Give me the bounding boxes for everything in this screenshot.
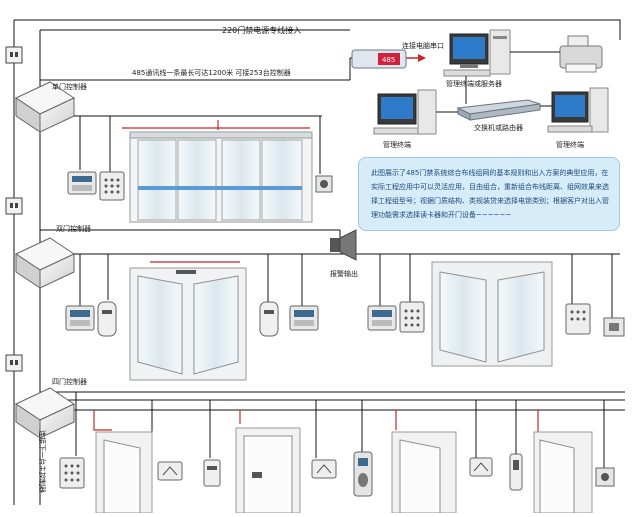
mgmt-left-label: 管理终端 — [383, 140, 411, 149]
exit-button-icon — [595, 467, 615, 487]
switch-label: 交换机或路由器 — [474, 123, 523, 132]
keypad-reader-icon — [289, 305, 319, 331]
card-reader-icon — [311, 459, 337, 479]
pc-terminal-icon — [443, 29, 511, 77]
power-socket — [5, 354, 23, 372]
printer-icon — [559, 35, 603, 73]
single-door — [391, 431, 457, 514]
mgmt-right-label: 管理终端 — [556, 140, 584, 149]
pc-terminal-icon — [373, 89, 437, 135]
pc-terminal-icon — [547, 87, 609, 133]
connect-next-controller-label: 连接下一台主控制器 — [38, 430, 47, 493]
keypad-reader-icon — [65, 305, 95, 331]
double-swing-door — [431, 261, 553, 367]
single-door-controller-label: 单门控制器 — [52, 82, 87, 91]
rs485-line-label: 485通讯线一条最长可达1200米 可接253台控制器 — [132, 68, 291, 77]
card-reader-icon — [469, 457, 493, 477]
card-reader-icon — [399, 301, 425, 333]
card-reader-icon — [509, 453, 523, 491]
switch-icon — [456, 99, 541, 121]
mgmt-server-label: 管理终端或服务器 — [446, 79, 502, 88]
converter-label: 485 — [382, 56, 395, 64]
power-socket — [5, 197, 23, 215]
double-door-controller-label: 双门控制器 — [56, 224, 91, 233]
card-reader-icon — [203, 459, 221, 487]
single-door — [235, 427, 301, 514]
controller-box — [14, 81, 76, 133]
controller-box — [14, 387, 76, 439]
card-reader-icon — [59, 457, 85, 489]
controller-box — [14, 237, 76, 289]
card-reader-icon — [259, 301, 279, 337]
single-door — [533, 431, 593, 514]
description-text: 此图展示了485门禁系统综合布线组网的基本规则和出入方案的典型应用，在实际工程应… — [371, 169, 609, 219]
keypad-reader-icon — [67, 171, 97, 195]
fingerprint-reader-icon — [353, 451, 373, 497]
description-box: 此图展示了485门禁系统综合布线组网的基本规则和出入方案的典型应用，在实际工程应… — [358, 157, 620, 231]
card-reader-icon — [99, 171, 125, 201]
alarm-output-label: 报警输出 — [330, 269, 358, 278]
power-socket — [5, 46, 23, 64]
exit-button-icon — [315, 175, 333, 193]
card-reader-icon — [97, 301, 117, 337]
single-door — [95, 431, 153, 514]
keypad-reader-icon — [367, 305, 397, 331]
four-door-controller-label: 四门控制器 — [52, 377, 87, 386]
pc-serial-label: 连接电脑串口 — [402, 41, 444, 50]
power-line-label: 220门禁电源专线接入 — [222, 25, 301, 35]
sliding-glass-door — [129, 131, 313, 223]
exit-button-icon — [603, 317, 625, 337]
card-reader-icon — [565, 303, 591, 335]
double-swing-door — [129, 267, 247, 381]
card-reader-icon — [157, 461, 183, 481]
alarm-speaker-icon — [330, 229, 357, 261]
rs485-converter: 485 — [349, 49, 426, 80]
